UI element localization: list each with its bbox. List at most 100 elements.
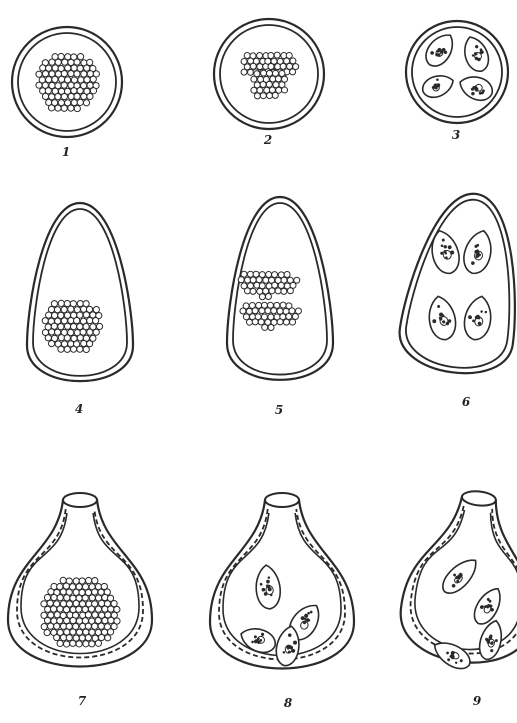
granule [58, 346, 64, 352]
panel-8-oocyst [210, 493, 354, 669]
granule [79, 635, 85, 641]
granule [267, 93, 273, 99]
granule [51, 606, 57, 612]
granule [108, 617, 114, 623]
granule [74, 59, 80, 65]
granule [78, 77, 84, 83]
granule [81, 340, 87, 346]
panel-1-oocyst [12, 27, 122, 137]
granule [292, 313, 298, 319]
granule [46, 76, 52, 82]
panel-6-oocyst [395, 186, 517, 380]
granule [259, 308, 265, 314]
outer-wall [406, 21, 508, 123]
panel-7-oocyst [8, 493, 152, 667]
panel-label-5: 5 [275, 403, 283, 417]
granule [257, 53, 263, 59]
granule [247, 271, 253, 277]
granule [265, 294, 271, 300]
granule [281, 288, 287, 294]
outer-wall [395, 186, 517, 380]
granule [79, 578, 85, 584]
granule [275, 288, 281, 294]
granule [71, 88, 77, 94]
granule [272, 92, 278, 98]
granule [277, 308, 283, 314]
granule [87, 317, 93, 323]
granule [257, 64, 263, 70]
granule [55, 59, 61, 65]
granule [102, 606, 108, 612]
granule [64, 323, 70, 329]
granule [68, 105, 74, 111]
granule [64, 617, 70, 623]
granule [277, 319, 283, 325]
granule [92, 578, 98, 584]
granule [90, 88, 96, 94]
granule [64, 300, 70, 306]
oocyst-shell [27, 203, 133, 381]
granule [260, 81, 266, 87]
granule [36, 82, 42, 88]
granule [244, 52, 250, 58]
granule [80, 329, 86, 335]
granule [40, 65, 46, 71]
panel-label-1: 1 [62, 145, 70, 159]
granule [48, 623, 54, 629]
granule [52, 76, 58, 82]
granule [250, 63, 256, 69]
micropyle-cap [63, 493, 97, 507]
granule [45, 606, 51, 612]
panel-label-9: 9 [473, 694, 481, 708]
granule [59, 76, 65, 82]
granule [269, 288, 275, 294]
panel-5-oocyst [227, 197, 333, 380]
granule [70, 617, 76, 623]
granule [81, 71, 87, 77]
granule [58, 335, 64, 341]
granule [76, 629, 82, 635]
granule [261, 70, 267, 76]
granule [70, 346, 76, 352]
granule [266, 70, 272, 76]
outer-wall [27, 203, 133, 381]
granule [85, 635, 91, 641]
granule [77, 300, 83, 306]
granule [57, 606, 63, 612]
panel-label-4: 4 [75, 402, 83, 416]
granule [86, 577, 92, 583]
granule [284, 272, 290, 278]
granule [68, 93, 74, 99]
granule [62, 59, 68, 65]
granule [83, 346, 89, 352]
granule [89, 641, 95, 647]
granule [66, 635, 72, 641]
granule [241, 58, 247, 64]
granule [74, 317, 80, 323]
granule [258, 319, 264, 325]
granule [108, 606, 114, 612]
granule [70, 323, 76, 329]
granule [61, 105, 67, 111]
granule [287, 288, 293, 294]
granule [74, 93, 80, 99]
granule [280, 63, 286, 69]
granule [61, 306, 67, 312]
granule [266, 81, 272, 87]
granule [55, 94, 61, 100]
granule [283, 319, 289, 325]
granule [98, 600, 104, 606]
granule [77, 335, 83, 341]
granule [290, 319, 296, 325]
granule [279, 71, 285, 77]
granule [275, 76, 281, 82]
granule [251, 76, 257, 82]
granule [107, 629, 113, 635]
granule [42, 93, 48, 99]
granule [64, 335, 70, 341]
granule [90, 76, 96, 82]
granule [85, 612, 91, 618]
granule [290, 58, 296, 64]
granule [48, 589, 54, 595]
